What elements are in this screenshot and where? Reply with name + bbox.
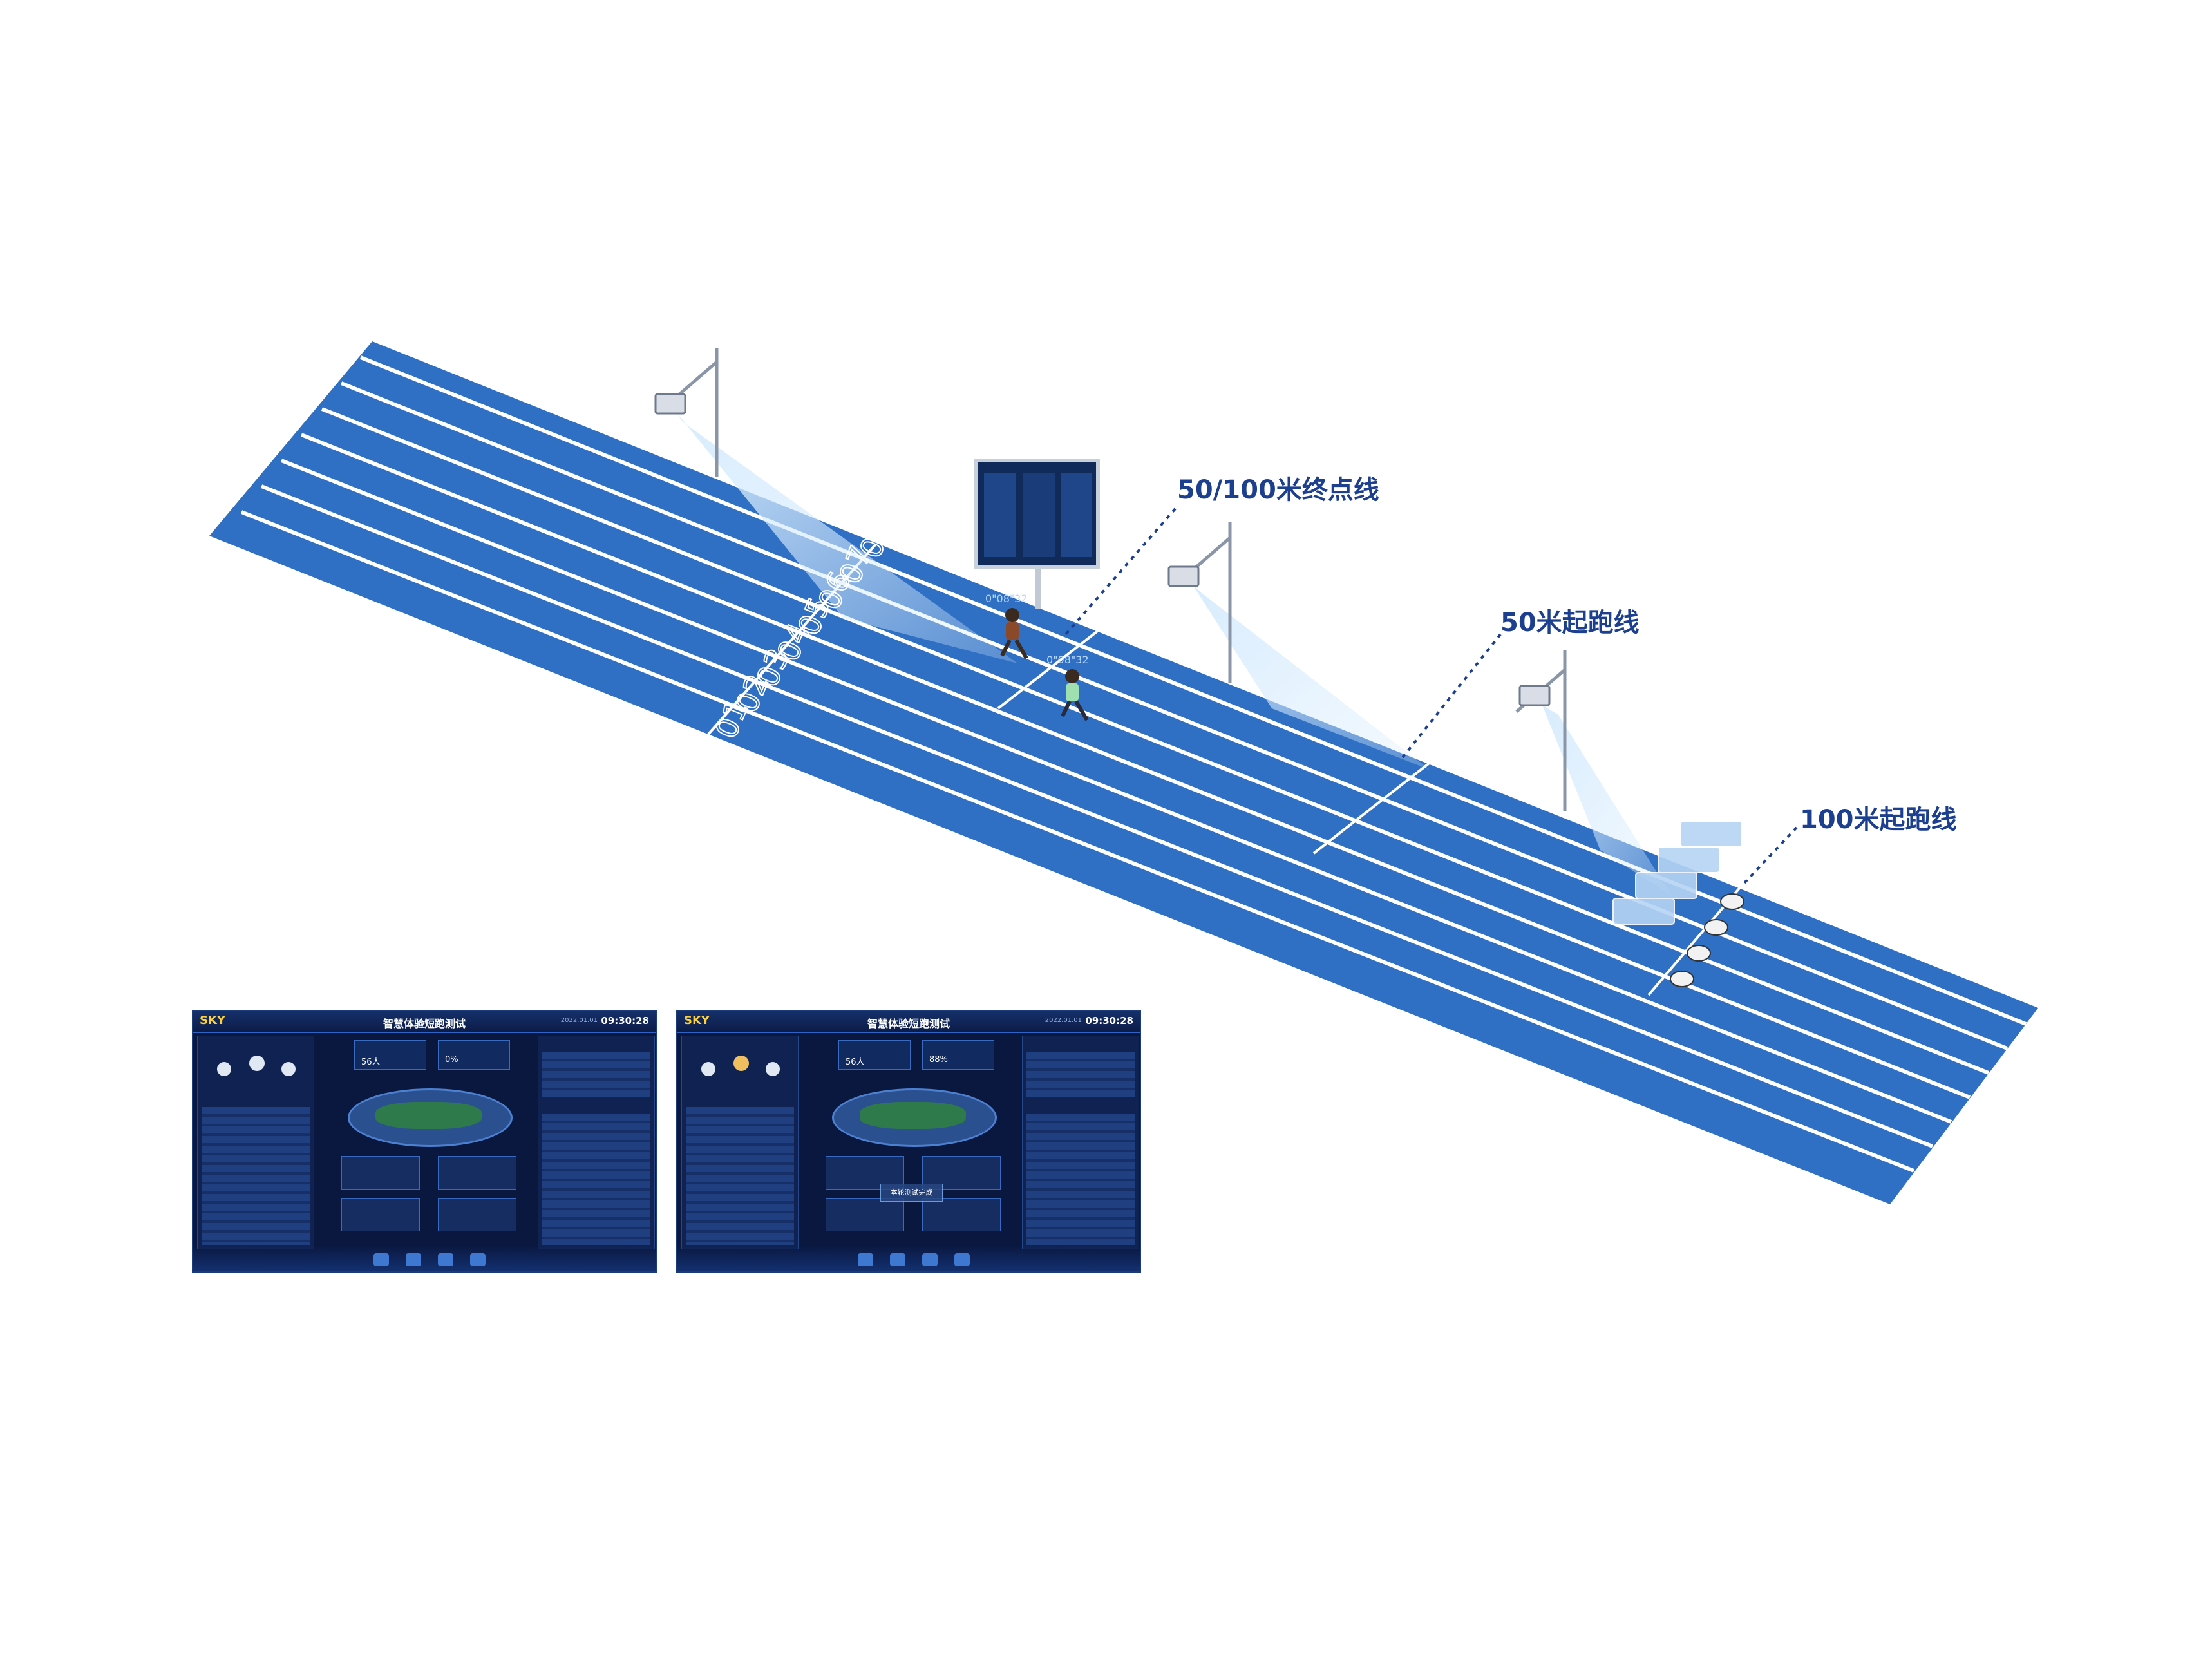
lane-box (922, 1198, 1001, 1231)
camera-icon (1167, 565, 1200, 587)
screen-header: SKY 智慧体验短跑测试 2022.01.01 09:30:28 (677, 1011, 1140, 1033)
screen-time: 09:30:28 (1085, 1015, 1133, 1027)
timing-line (997, 617, 1115, 710)
stat-value: 56人 (846, 1057, 865, 1067)
cross-lines (707, 543, 1779, 996)
scoreboard-panel (1023, 473, 1055, 557)
leader-finish (1064, 507, 1177, 636)
lane-lines (240, 356, 2027, 1173)
beam-1 (676, 412, 1017, 663)
cameras (654, 393, 1551, 706)
nav-icon[interactable] (406, 1253, 421, 1266)
leader-50m (1399, 633, 1502, 761)
line-50m (1312, 726, 1476, 855)
nav-icon[interactable] (438, 1253, 453, 1266)
screen-time: 09:30:28 (601, 1015, 649, 1027)
left-ranking-panel (197, 1036, 314, 1249)
scoreboard (974, 459, 1100, 609)
lane-box (438, 1198, 516, 1231)
runner-1 (1000, 608, 1028, 659)
timer-readout: 0"08"32 (985, 592, 1028, 605)
screen-footer (193, 1246, 656, 1271)
dashboard-screen-1: SKY 智慧体验短跑测试 2022.01.01 09:30:28 56人 0% (192, 1010, 657, 1273)
leader-100m (1741, 826, 1798, 887)
timer-readout: 0"08"32 (1046, 654, 1089, 666)
logo: SKY (200, 1014, 225, 1027)
round-complete-banner: 本轮测试完成 (880, 1184, 943, 1202)
camera-icon (1518, 685, 1551, 706)
right-results-panel (1022, 1036, 1139, 1249)
runner-2 (1061, 669, 1089, 721)
stadium-illustration (348, 1088, 513, 1147)
left-ranking-panel (681, 1036, 799, 1249)
camera-beams (676, 412, 1671, 895)
stat-value: 0% (445, 1055, 458, 1065)
nav-icon[interactable] (373, 1253, 389, 1266)
leader-lines (1064, 507, 1798, 887)
stat-box-rate: 0% (438, 1040, 510, 1070)
label-start-50m: 50米起跑线 (1500, 608, 1640, 638)
lane-box (438, 1156, 516, 1190)
lane-box (341, 1156, 420, 1190)
stat-box-count: 56人 (838, 1040, 911, 1070)
screen-footer (677, 1246, 1140, 1271)
scoreboard-panel (1061, 473, 1092, 557)
scoreboard-panel (984, 473, 1016, 557)
screen-title: 智慧体验短跑测试 (383, 1018, 466, 1030)
logo: SKY (684, 1014, 710, 1027)
lane-box (341, 1198, 420, 1231)
camera-icon (654, 393, 686, 415)
nav-icon[interactable] (858, 1253, 873, 1266)
nav-icon[interactable] (922, 1253, 938, 1266)
lane-box (826, 1198, 904, 1231)
camera-poles (668, 348, 1567, 811)
nav-icon[interactable] (954, 1253, 970, 1266)
track-surface (209, 341, 2038, 1204)
running-track (209, 341, 2038, 1204)
right-results-panel (538, 1036, 655, 1249)
stat-value: 88% (929, 1055, 948, 1065)
start-runners (1670, 893, 1744, 987)
athlete-tags (1612, 820, 1743, 925)
stat-value: 56人 (361, 1057, 381, 1067)
stat-box-rate: 88% (922, 1040, 994, 1070)
nav-icon[interactable] (890, 1253, 905, 1266)
screen-date: 2022.01.01 (560, 1017, 598, 1024)
screen-title: 智慧体验短跑测试 (867, 1018, 950, 1030)
runner-timers: 0"08"32 0"08"32 (985, 592, 1089, 666)
label-finish-line: 50/100米终点线 (1177, 475, 1379, 505)
stat-box-count: 56人 (354, 1040, 426, 1070)
runners (1000, 608, 1744, 987)
beam-3 (1542, 705, 1671, 895)
nav-icon[interactable] (470, 1253, 486, 1266)
screen-date: 2022.01.01 (1045, 1017, 1082, 1024)
dashboard-screen-2: SKY 智慧体验短跑测试 2022.01.01 09:30:28 56人 88%… (676, 1010, 1141, 1273)
stadium-illustration (832, 1088, 997, 1147)
label-start-100m: 100米起跑线 (1800, 805, 1957, 835)
screen-header: SKY 智慧体验短跑测试 2022.01.01 09:30:28 (193, 1011, 656, 1033)
